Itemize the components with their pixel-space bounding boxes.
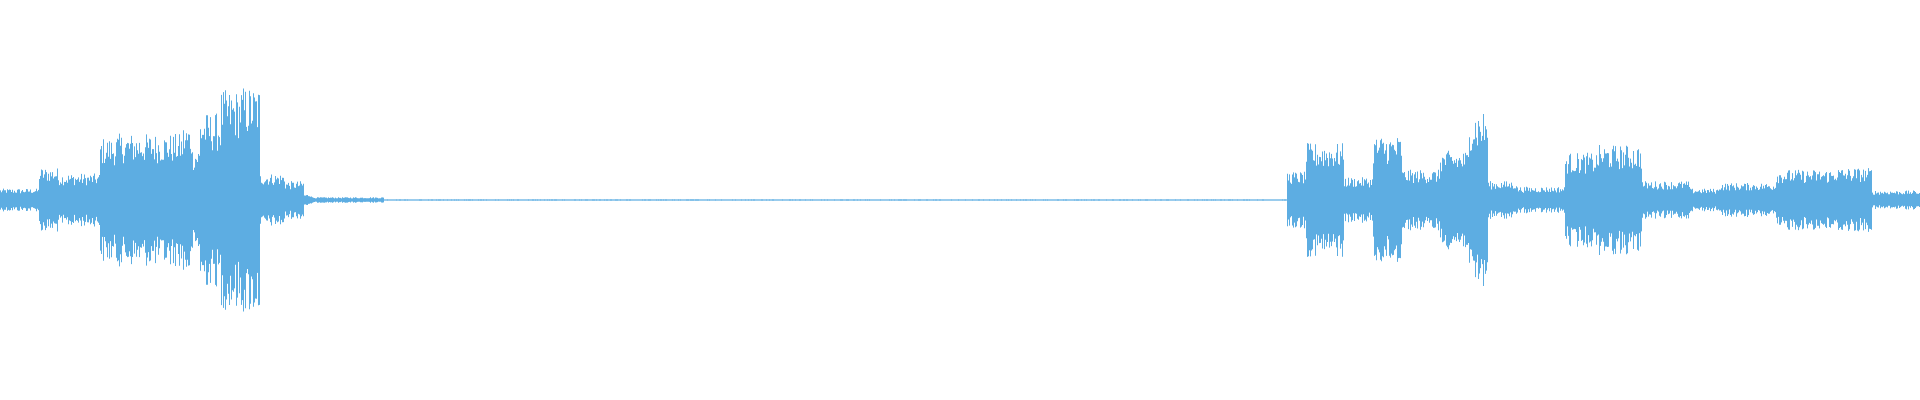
waveform-bars: [0, 88, 1920, 312]
